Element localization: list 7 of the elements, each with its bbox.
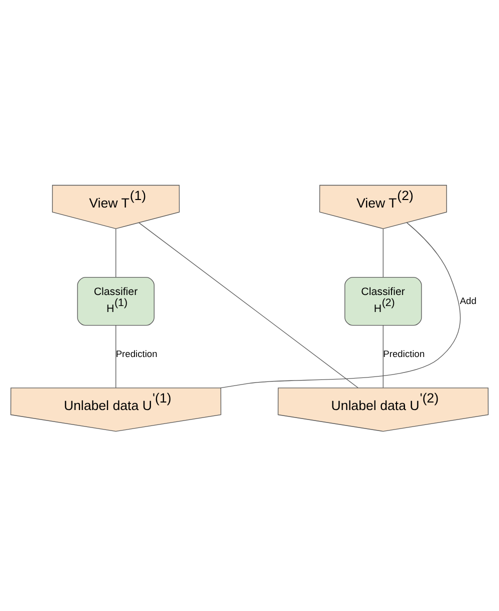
connector	[220, 222, 461, 388]
connector	[382, 324, 384, 388]
connector	[138, 222, 358, 388]
edge-label: Add	[460, 295, 476, 306]
edge-label: Prediction	[116, 348, 158, 358]
connector	[382, 228, 384, 277]
edge-label: Prediction	[383, 348, 425, 358]
